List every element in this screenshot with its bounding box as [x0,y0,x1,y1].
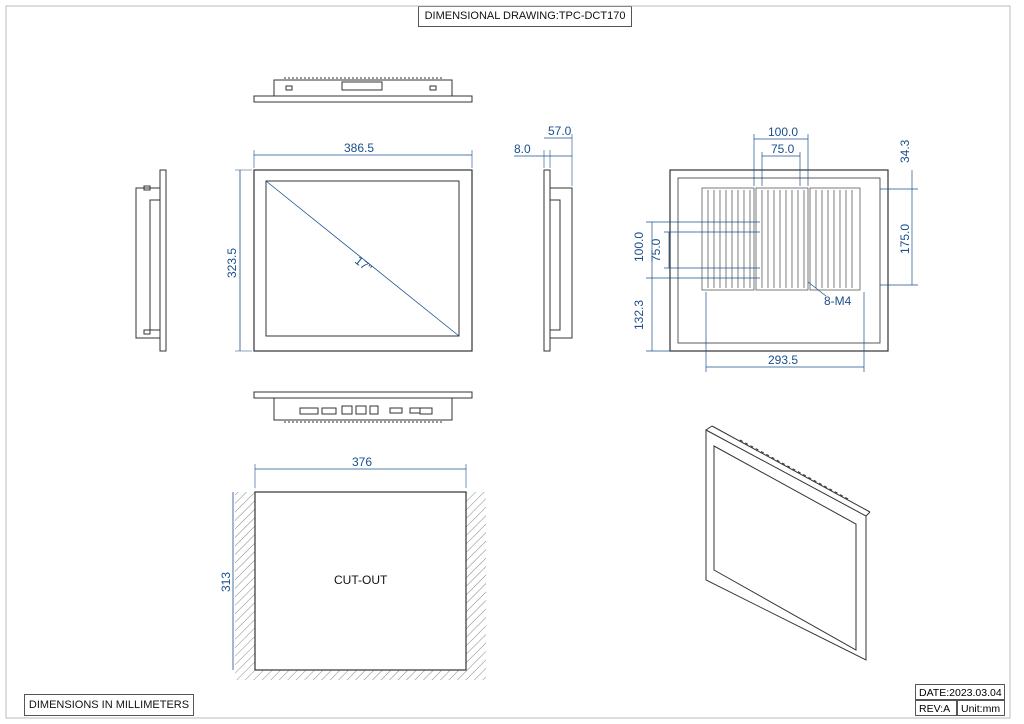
sheet-border [5,5,1011,719]
right-side-view [514,134,573,352]
total-depth-label: 57.0 [548,124,572,138]
revision-field: REV:A [915,700,957,716]
cutout-view [232,464,486,680]
rear-top-inner-label: 75.0 [771,142,795,156]
front-width-label: 386.5 [344,141,374,155]
rear-bottom-label: 293.5 [768,353,798,367]
left-side-view [135,169,167,352]
rear-right-main-label: 175.0 [898,224,912,254]
screw-spec-label: 8-M4 [824,294,852,308]
rear-left-bottom-label: 132.3 [632,300,646,330]
rear-left-outer-label: 100.0 [632,232,646,262]
rear-right-top-label: 34.3 [898,139,912,163]
cutout-width-label: 376 [352,455,372,469]
rear-top-span-label: 100.0 [768,125,798,139]
bottom-view [253,391,473,423]
unit-field: Unit:mm [957,700,1005,716]
cutout-label: CUT-OUT [334,573,388,587]
top-view [253,77,473,103]
front-height-label: 323.5 [225,248,239,278]
rear-left-inner-label: 75.0 [649,238,663,262]
rear-view [646,134,918,372]
diagonal-label: 17" [352,253,374,275]
front-view [235,150,473,352]
units-note: DIMENSIONS IN MILLIMETERS [24,694,194,716]
cutout-height-label: 313 [219,572,233,592]
date-field: DATE:2023.03.04 [915,684,1005,700]
isometric-view [705,425,871,661]
bezel-depth-label: 8.0 [514,142,531,156]
